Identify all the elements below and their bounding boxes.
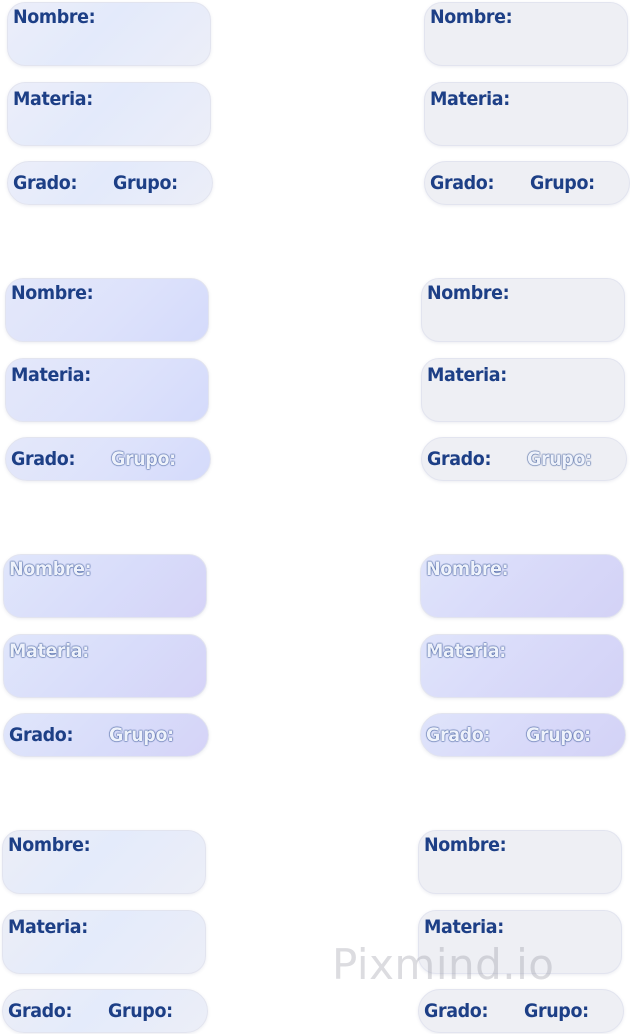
- materia-label: Materia:: [426, 640, 506, 662]
- grado-label: Grado:: [426, 724, 491, 746]
- subject-field: [2, 910, 206, 974]
- name-field: [418, 830, 622, 894]
- subject-field: [5, 358, 209, 422]
- grupo-label: Grupo:: [524, 1000, 589, 1022]
- subject-field: [424, 82, 628, 146]
- materia-label: Materia:: [430, 88, 510, 110]
- grado-label: Grado:: [430, 172, 495, 194]
- nombre-label: Nombre:: [9, 558, 92, 580]
- grupo-label: Grupo:: [527, 448, 592, 470]
- grado-label: Grado:: [427, 448, 492, 470]
- materia-label: Materia:: [427, 364, 507, 386]
- grado-label: Grado:: [13, 172, 78, 194]
- nombre-label: Nombre:: [430, 6, 513, 28]
- grade-group-field: [424, 161, 630, 205]
- nombre-label: Nombre:: [13, 6, 96, 28]
- nombre-label: Nombre:: [424, 834, 507, 856]
- materia-label: Materia:: [9, 640, 89, 662]
- grupo-label: Grupo:: [108, 1000, 173, 1022]
- nombre-label: Nombre:: [8, 834, 91, 856]
- grado-label: Grado:: [424, 1000, 489, 1022]
- materia-label: Materia:: [8, 916, 88, 938]
- name-field: [3, 554, 207, 618]
- grupo-label: Grupo:: [526, 724, 591, 746]
- nombre-label: Nombre:: [427, 282, 510, 304]
- grado-label: Grado:: [8, 1000, 73, 1022]
- subject-field: [3, 634, 207, 698]
- materia-label: Materia:: [424, 916, 504, 938]
- name-field: [7, 2, 211, 66]
- name-field: [420, 554, 624, 618]
- materia-label: Materia:: [11, 364, 91, 386]
- grade-group-field: [421, 437, 627, 481]
- grade-group-field: [418, 989, 624, 1033]
- grado-label: Grado:: [11, 448, 76, 470]
- name-field: [5, 278, 209, 342]
- grupo-label: Grupo:: [530, 172, 595, 194]
- name-field: [421, 278, 625, 342]
- grupo-label: Grupo:: [113, 172, 178, 194]
- grado-label: Grado:: [9, 724, 74, 746]
- nombre-label: Nombre:: [426, 558, 509, 580]
- subject-field: [7, 82, 211, 146]
- materia-label: Materia:: [13, 88, 93, 110]
- grupo-label: Grupo:: [111, 448, 176, 470]
- subject-field: [420, 634, 624, 698]
- grade-group-field: [420, 713, 626, 757]
- subject-field: [421, 358, 625, 422]
- grade-group-field: [7, 161, 213, 205]
- grade-group-field: [5, 437, 211, 481]
- grupo-label: Grupo:: [109, 724, 174, 746]
- grade-group-field: [3, 713, 209, 757]
- name-field: [2, 830, 206, 894]
- subject-field: [418, 910, 622, 974]
- grade-group-field: [2, 989, 208, 1033]
- nombre-label: Nombre:: [11, 282, 94, 304]
- name-field: [424, 2, 628, 66]
- watermark: Pixmind.io: [332, 940, 555, 989]
